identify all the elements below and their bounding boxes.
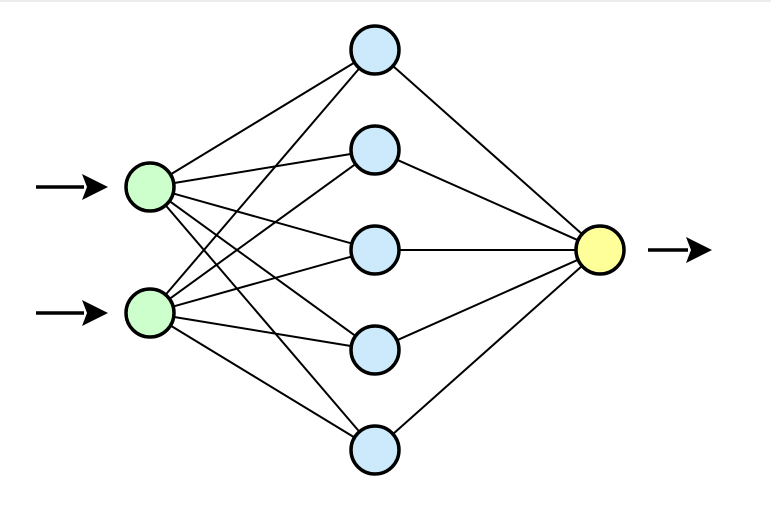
edge-in-1-to-hid-3 — [171, 192, 354, 245]
output-arrow-1 — [648, 237, 712, 263]
edge-in-1-to-hid-4 — [167, 199, 358, 338]
node-in-1[interactable] — [124, 161, 176, 213]
edge-hid-4-to-out-1 — [395, 258, 580, 342]
edge-hid-2-to-out-1 — [395, 158, 580, 242]
edge-hid-1-to-out-1 — [391, 64, 584, 236]
edge-in-1-to-hid-1 — [168, 60, 357, 177]
edge-in-2-to-hid-5 — [168, 323, 357, 440]
node-hid-5[interactable] — [349, 424, 401, 476]
node-hid-3[interactable] — [349, 224, 401, 276]
input-layer — [124, 161, 176, 339]
io-arrows-group — [36, 174, 712, 326]
node-hid-2[interactable] — [349, 124, 401, 176]
edges-group — [163, 60, 584, 440]
input-arrow-1 — [36, 174, 108, 200]
edge-in-2-to-hid-4 — [171, 315, 354, 348]
hidden-layer — [349, 24, 401, 476]
output-arrow-1-head — [686, 237, 712, 263]
edge-in-2-to-hid-1 — [163, 66, 362, 297]
input-arrow-2 — [36, 300, 108, 326]
input-arrow-1-head — [82, 174, 108, 200]
node-out-1[interactable] — [574, 224, 626, 276]
edge-in-1-to-hid-5 — [163, 203, 362, 434]
input-arrow-2-head — [82, 300, 108, 326]
edge-hid-5-to-out-1 — [391, 264, 584, 436]
node-in-2[interactable] — [124, 287, 176, 339]
edge-in-2-to-hid-2 — [167, 162, 358, 301]
output-layer — [574, 224, 626, 276]
edge-in-2-to-hid-3 — [171, 255, 354, 308]
nodes-group — [124, 24, 626, 476]
edge-in-1-to-hid-2 — [171, 152, 354, 185]
node-hid-4[interactable] — [349, 324, 401, 376]
node-hid-1[interactable] — [349, 24, 401, 76]
